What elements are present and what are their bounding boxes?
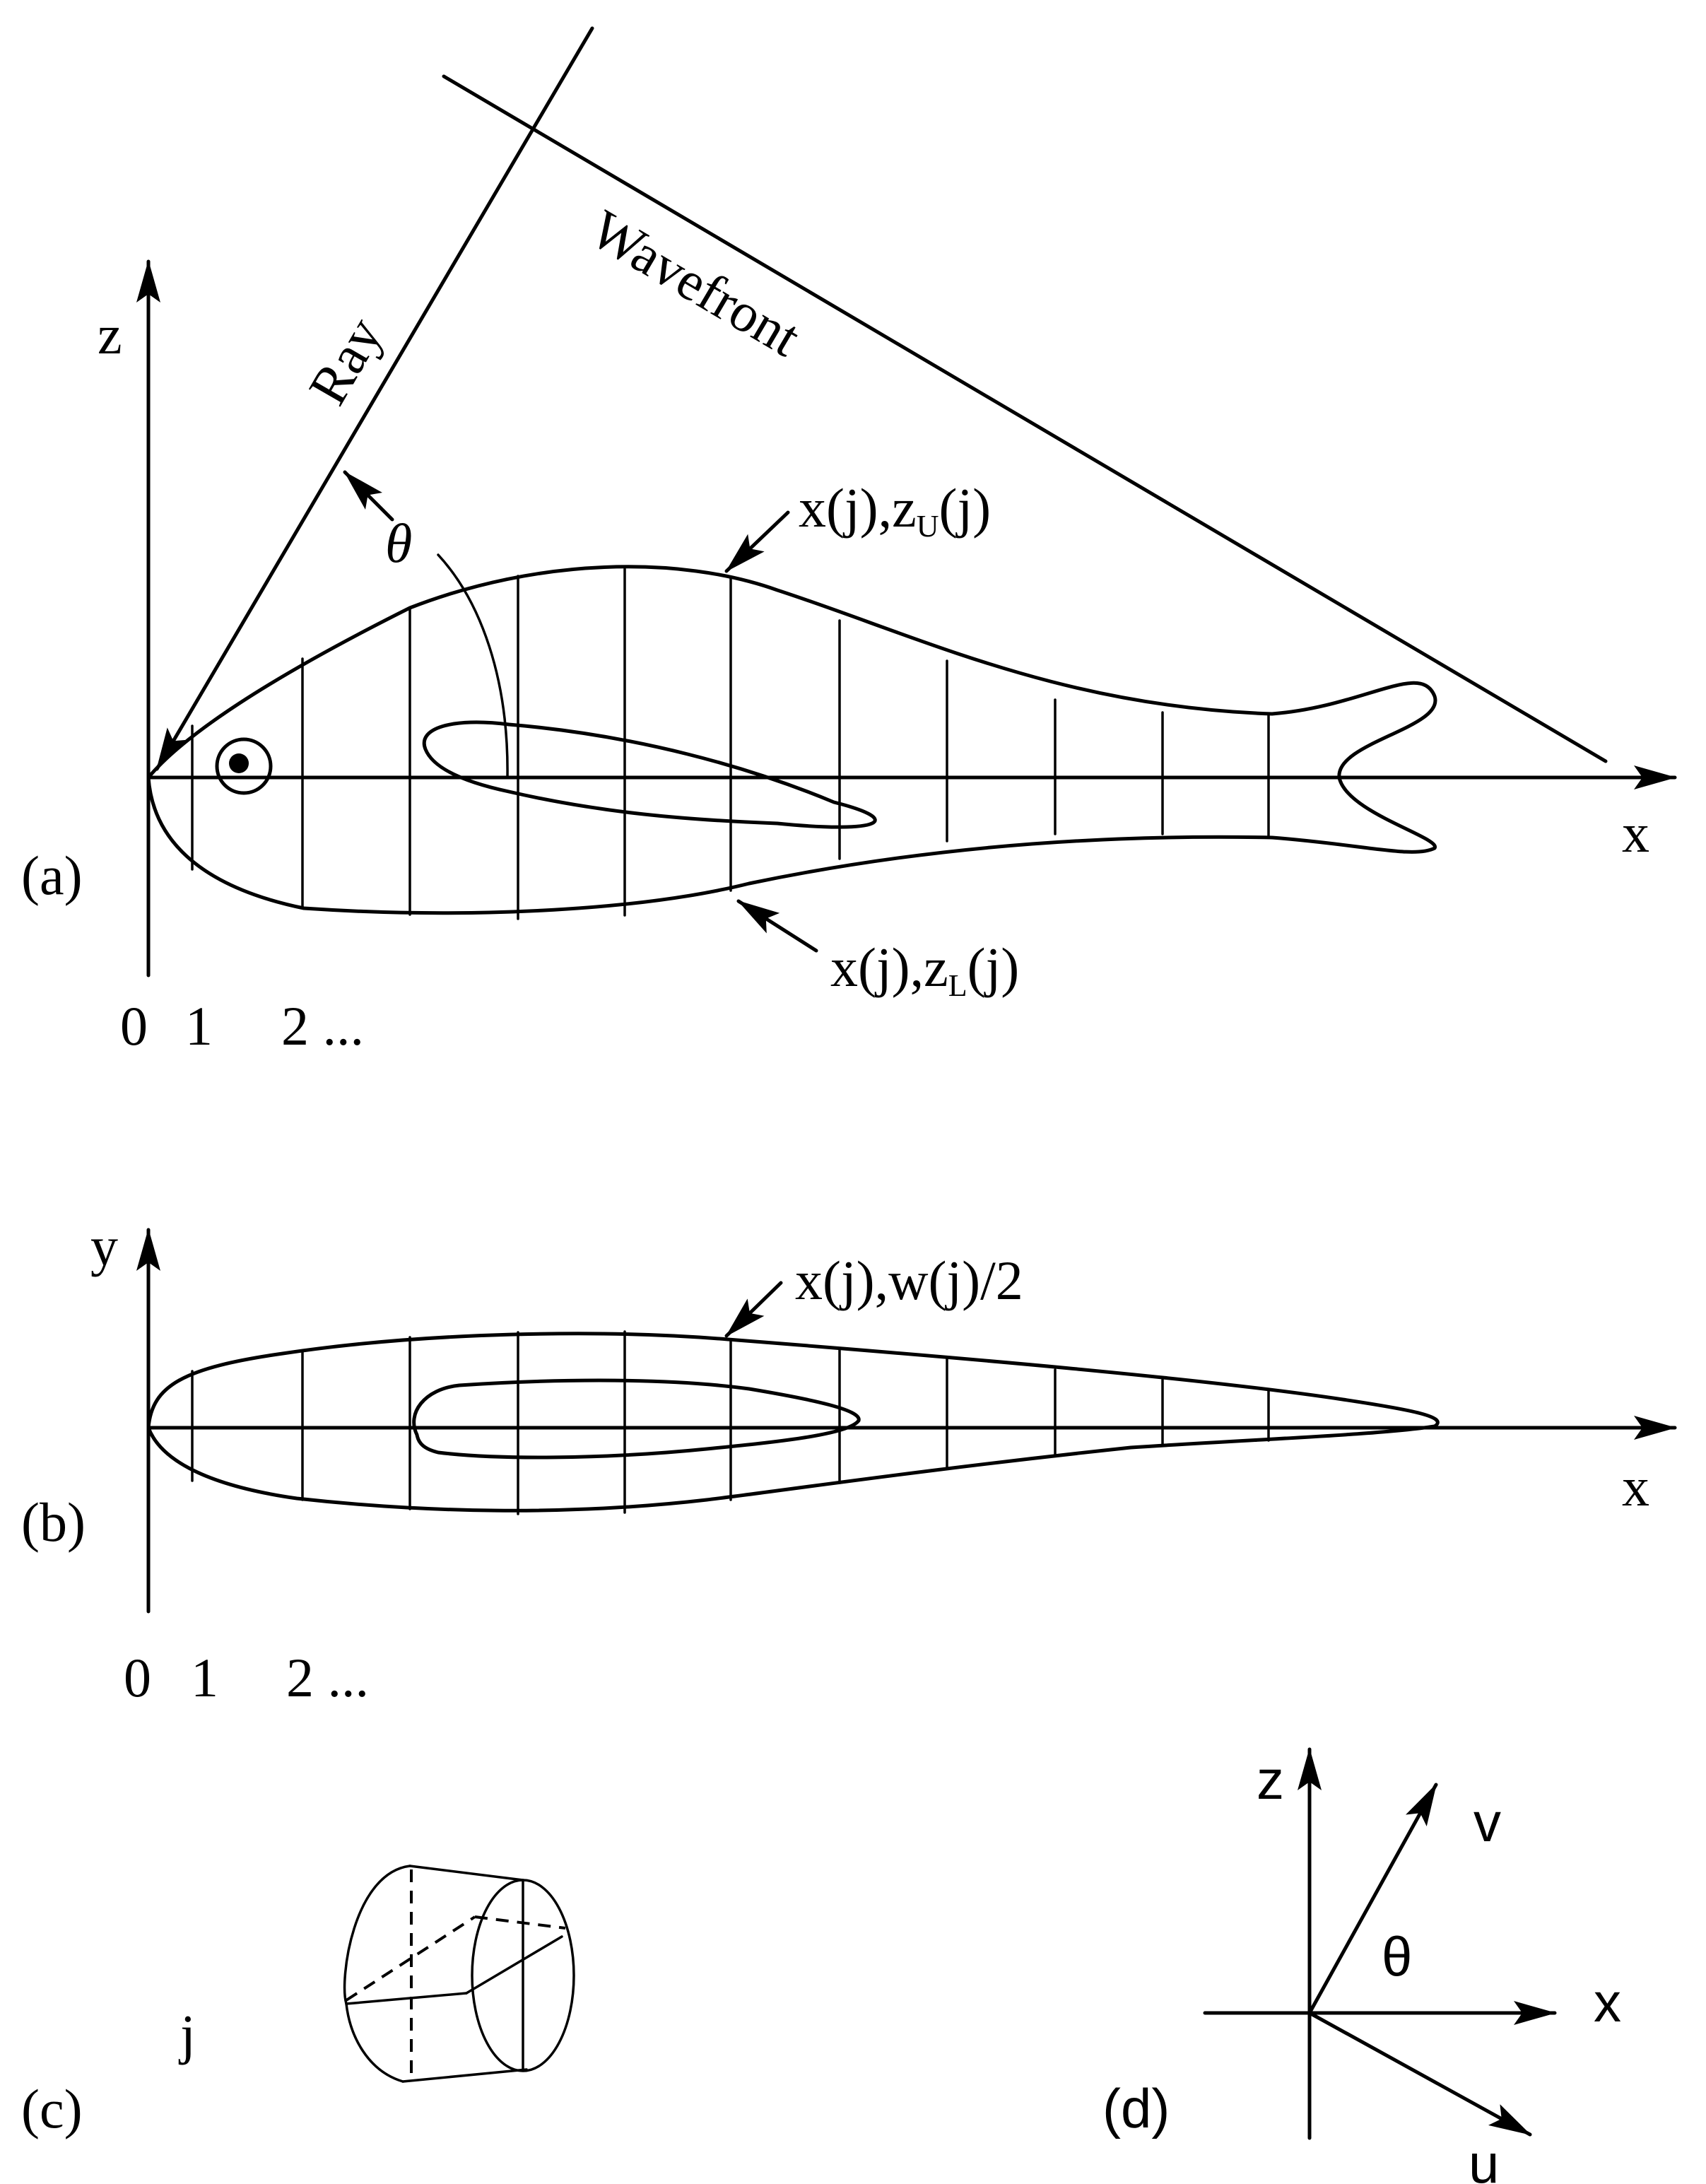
- panel-label-d: (d): [1102, 2077, 1170, 2139]
- panel-c: j (c): [21, 1865, 575, 2139]
- z-axis-label-d: z: [1257, 1749, 1284, 1811]
- index-1-b: 1: [191, 1647, 218, 1708]
- index-2-b: 2 ...: [286, 1647, 369, 1708]
- x-axis-label-a: x: [1622, 802, 1649, 864]
- index-1-a: 1: [185, 995, 213, 1057]
- cross-section-lines-b: [191, 1330, 1270, 1515]
- v-axis-d: [1307, 1783, 1438, 2015]
- theta-arc: [437, 553, 509, 779]
- swimbladder-side-outline: [422, 720, 877, 829]
- z-axis-label-a: z: [98, 304, 122, 365]
- u-axis-d: [1307, 2011, 1532, 2137]
- panel-d: z x v u θ (d): [1102, 1747, 1621, 2184]
- y-axis-label-b: y: [90, 1216, 118, 1277]
- upper-contour-pointer: [724, 510, 790, 573]
- panel-b: y x (b) x(j),w(j)/2 0 1 2 ...: [21, 1216, 1677, 1708]
- fish-body-side-outline: [146, 565, 1437, 915]
- eye-outline: [215, 737, 273, 795]
- panel-label-b: (b): [21, 1491, 86, 1553]
- ray-label: Ray: [296, 307, 394, 414]
- u-axis-label-d: u: [1469, 2132, 1499, 2184]
- swimbladder-top-outline: [412, 1378, 861, 1460]
- width-contour-pointer: [724, 1281, 783, 1338]
- theta-label-a: θ: [385, 512, 412, 574]
- theta-label-d: θ: [1382, 1925, 1412, 1988]
- element-label-j: j: [178, 2004, 196, 2065]
- upper-contour-label: x(j),zU(j): [799, 477, 991, 544]
- panel-label-a: (a): [21, 845, 83, 906]
- lower-contour-label: x(j),zL(j): [830, 937, 1019, 1003]
- index-0-b: 0: [124, 1647, 151, 1708]
- panel-a: z x (a) Ray Wavefront θ x(j),zU(j) x(j),…: [21, 26, 1677, 1057]
- x-axis-label-d: x: [1594, 1971, 1621, 2033]
- x-axis-label-b: x: [1622, 1456, 1649, 1517]
- cylinder-element: [343, 1865, 575, 2083]
- cross-section-lines-a: [191, 568, 1270, 920]
- panel-label-c: (c): [21, 2078, 83, 2139]
- eye-pupil: [229, 753, 249, 773]
- wavefront-line: [442, 74, 1608, 763]
- fish-body-top-outline: [146, 1332, 1440, 1513]
- ray-line: [155, 26, 594, 771]
- index-2-a: 2 ...: [281, 995, 364, 1057]
- width-contour-label: x(j),w(j)/2: [795, 1250, 1023, 1311]
- index-0-a: 0: [120, 995, 148, 1057]
- theta-pointer: [343, 470, 394, 522]
- v-axis-label-d: v: [1473, 1791, 1501, 1853]
- lower-contour-pointer: [736, 899, 818, 953]
